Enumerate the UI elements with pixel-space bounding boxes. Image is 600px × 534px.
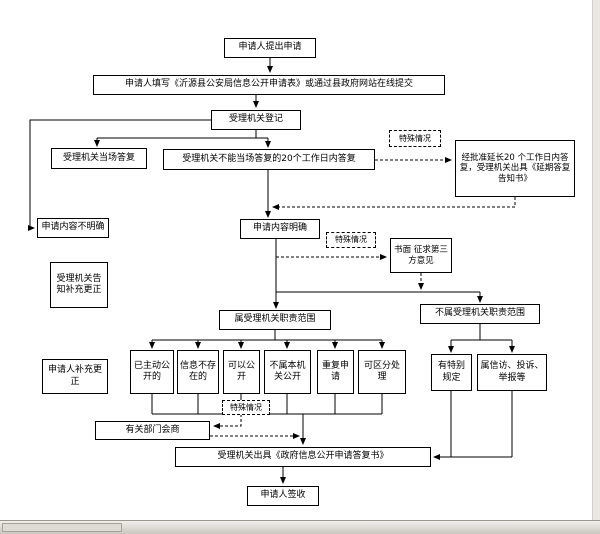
node-can-disclose: 可以公开	[223, 350, 260, 394]
node-notify-supplement-correction: 受理机关告知补充更正	[50, 262, 108, 308]
vertical-scrollbar[interactable]	[592, 0, 600, 521]
node-special-case-bottom: 特殊情况	[222, 400, 270, 415]
node-reply-within-20-days: 受理机关不能当场答复的20个工作日内答复	[163, 149, 375, 170]
node-fill-application-form: 申请人填写《沂源县公安局信息公开申请表》或通过县政府网站在线提交	[93, 75, 445, 95]
node-seek-third-party-opinion: 书面 征求第三方意见	[390, 238, 452, 273]
node-approved-extension-notice: 经批准延长20 个工作日内答复，受理机关出具《延期答复告知书》	[455, 140, 575, 197]
node-outside-authority-scope: 不属受理机关职责范围	[420, 304, 540, 324]
node-petition-complaint-report: 属信访、投诉、举报等	[477, 354, 547, 391]
node-already-disclosed: 已主动公开的	[130, 350, 174, 394]
scrollbar-thumb[interactable]	[2, 523, 122, 532]
node-within-authority-scope: 属受理机关职责范围	[219, 310, 331, 330]
node-info-not-exist: 信息不存在的	[177, 350, 219, 394]
node-special-case-top: 特殊情况	[389, 130, 441, 147]
node-not-this-authority: 不属本机关公开	[264, 350, 311, 394]
node-repeated-application: 重复申请	[317, 350, 354, 394]
node-applicant-sign-receipt: 申请人签收	[247, 486, 319, 506]
node-separable-handling: 可区分处理	[358, 350, 406, 394]
node-department-consultation: 有关部门会商	[95, 421, 210, 440]
node-content-unclear: 申请内容不明确	[37, 218, 109, 238]
node-special-case-mid: 特殊情况	[326, 232, 376, 248]
node-applicant-submit: 申请人提出申请	[224, 38, 316, 58]
horizontal-scrollbar[interactable]	[0, 520, 600, 534]
node-reply-on-spot: 受理机关当场答复	[51, 148, 147, 169]
node-applicant-supplement-correction: 申请人补充更正	[42, 359, 108, 394]
node-authority-register: 受理机关登记	[211, 110, 301, 130]
node-content-clear: 申请内容明确	[240, 219, 320, 239]
node-issue-reply-document: 受理机关出具《政府信息公开申请答复书》	[175, 447, 431, 467]
node-special-provisions: 有特别规定	[431, 354, 472, 391]
